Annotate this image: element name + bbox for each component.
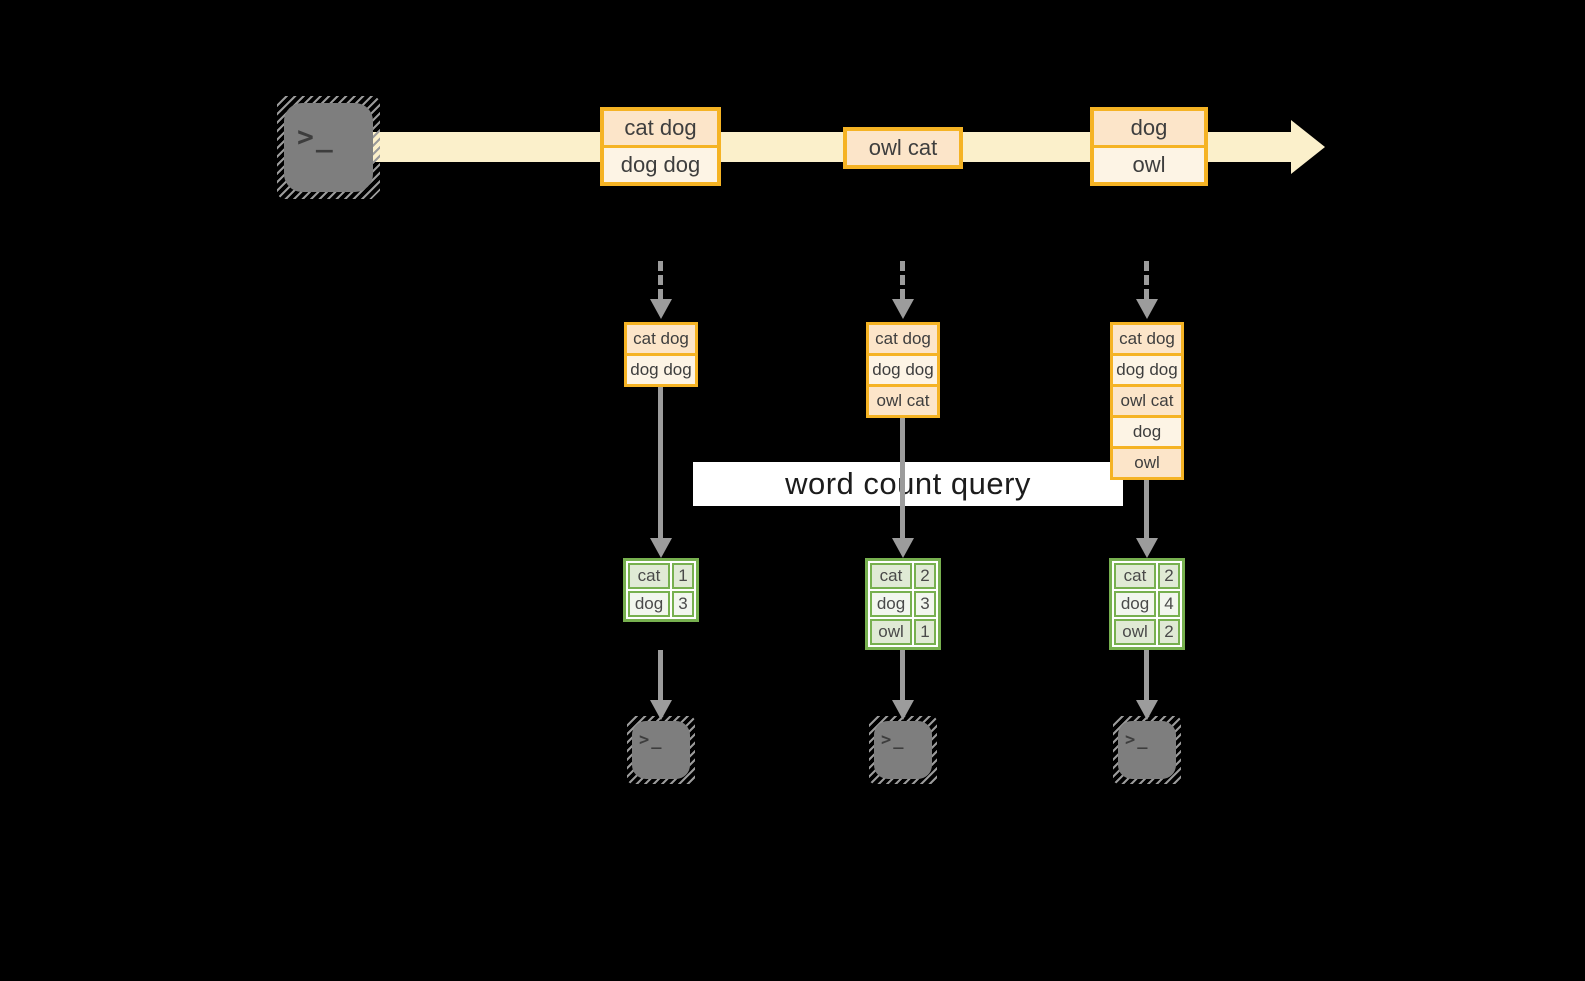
word-cell: cat <box>1114 563 1156 589</box>
event-record: owl cat <box>847 131 959 165</box>
count-row: dog 3 <box>628 591 694 617</box>
word-cell: dog <box>1114 591 1156 617</box>
stream-event-box-3: dog owl <box>1090 107 1208 186</box>
word-cell: owl <box>870 619 912 645</box>
count-cell: 3 <box>672 591 694 617</box>
event-record: cat dog <box>604 111 717 145</box>
terminal-screen <box>1118 721 1176 779</box>
sink-connector-arrow-1 <box>658 650 663 700</box>
word-cell: cat <box>870 563 912 589</box>
ingest-arrowhead-icon-2 <box>892 299 914 319</box>
wordcount-table-3: cat 2 dog 4 owl 2 <box>1109 558 1185 650</box>
stream-event-box-1: cat dog dog dog <box>600 107 721 186</box>
ingest-arrowhead-icon-3 <box>1136 299 1158 319</box>
sink-terminal-icon-3: >_ <box>1113 716 1181 784</box>
query-arrowhead-icon-2 <box>892 538 914 558</box>
event-record: dog <box>1094 111 1204 145</box>
count-row: cat 2 <box>870 563 936 589</box>
state-row: owl cat <box>869 384 937 415</box>
sink-terminal-icon-1: >_ <box>627 716 695 784</box>
state-row: dog dog <box>869 353 937 384</box>
count-cell: 1 <box>914 619 936 645</box>
count-row: cat 1 <box>628 563 694 589</box>
state-row: owl <box>1113 446 1181 477</box>
count-cell: 1 <box>672 563 694 589</box>
state-row: dog <box>1113 415 1181 446</box>
query-connector-arrow-2 <box>900 418 905 538</box>
count-row: owl 2 <box>1114 619 1180 645</box>
terminal-prompt-glyph: >_ <box>297 120 335 153</box>
count-cell: 3 <box>914 591 936 617</box>
terminal-screen <box>874 721 932 779</box>
count-cell: 2 <box>1158 619 1180 645</box>
state-buffer-box-2: cat dog dog dog owl cat <box>866 322 940 418</box>
terminal-prompt-glyph: >_ <box>1125 730 1150 750</box>
count-row: dog 4 <box>1114 591 1180 617</box>
count-row: owl 1 <box>870 619 936 645</box>
terminal-prompt-glyph: >_ <box>881 730 906 750</box>
sink-connector-arrow-3 <box>1144 650 1149 700</box>
state-row: cat dog <box>1113 325 1181 353</box>
sink-arrowhead-icon-1 <box>650 700 672 720</box>
terminal-prompt-glyph: >_ <box>639 730 664 750</box>
count-cell: 2 <box>914 563 936 589</box>
event-record: owl <box>1094 145 1204 182</box>
event-record: dog dog <box>604 145 717 182</box>
count-row: cat 2 <box>1114 563 1180 589</box>
query-label: word count query <box>693 462 1123 506</box>
stream-event-box-2: owl cat <box>843 127 963 169</box>
state-row: dog dog <box>1113 353 1181 384</box>
ingest-dashed-arrow-2 <box>900 261 905 299</box>
query-arrowhead-icon-3 <box>1136 538 1158 558</box>
query-arrowhead-icon-1 <box>650 538 672 558</box>
ingest-dashed-arrow-3 <box>1144 261 1149 299</box>
wordcount-table-2: cat 2 dog 3 owl 1 <box>865 558 941 650</box>
ingest-dashed-arrow-1 <box>658 261 663 299</box>
count-row: dog 3 <box>870 591 936 617</box>
state-buffer-box-3: cat dog dog dog owl cat dog owl <box>1110 322 1184 480</box>
sink-arrowhead-icon-2 <box>892 700 914 720</box>
state-row: cat dog <box>869 325 937 353</box>
word-cell: dog <box>628 591 670 617</box>
word-cell: owl <box>1114 619 1156 645</box>
sink-terminal-icon-2: >_ <box>869 716 937 784</box>
wordcount-table-1: cat 1 dog 3 <box>623 558 699 622</box>
query-connector-arrow-3 <box>1144 480 1149 538</box>
state-row: owl cat <box>1113 384 1181 415</box>
state-row: dog dog <box>627 353 695 384</box>
count-cell: 4 <box>1158 591 1180 617</box>
stream-arrowhead-icon <box>1291 120 1325 174</box>
sink-connector-arrow-2 <box>900 650 905 700</box>
word-cell: cat <box>628 563 670 589</box>
ingest-arrowhead-icon-1 <box>650 299 672 319</box>
sink-arrowhead-icon-3 <box>1136 700 1158 720</box>
word-cell: dog <box>870 591 912 617</box>
query-connector-arrow-1 <box>658 387 663 538</box>
count-cell: 2 <box>1158 563 1180 589</box>
terminal-screen <box>632 721 690 779</box>
source-terminal-icon: >_ <box>277 96 380 199</box>
state-row: cat dog <box>627 325 695 353</box>
terminal-screen <box>284 103 373 192</box>
state-buffer-box-1: cat dog dog dog <box>624 322 698 387</box>
